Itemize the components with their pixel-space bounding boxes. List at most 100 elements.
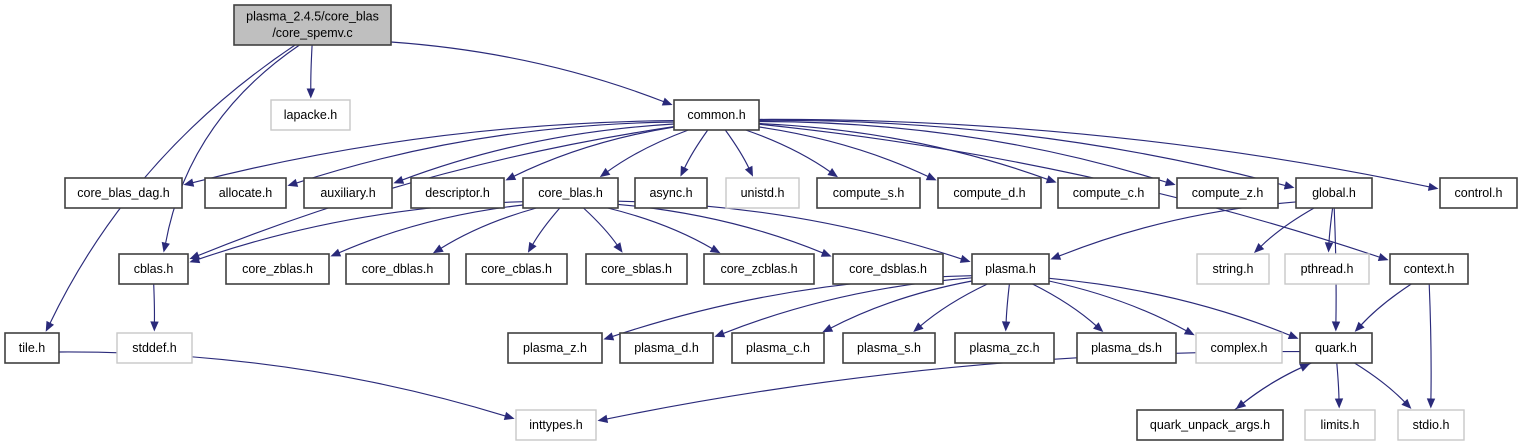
node-limits[interactable]: limits.h (1304, 409, 1376, 441)
node-core_blas[interactable]: core_blas.h (522, 177, 619, 209)
node-pthread[interactable]: pthread.h (1284, 253, 1370, 285)
edge-core_blas-to-core_cblas (531, 207, 561, 246)
edge-arrowhead (1045, 175, 1057, 184)
node-box (703, 253, 815, 285)
edge-context-to-stdio (1428, 283, 1432, 401)
node-compute_z[interactable]: compute_z.h (1176, 177, 1279, 209)
node-plasma_ds[interactable]: plasma_ds.h (1076, 332, 1177, 364)
node-box (4, 332, 60, 364)
node-label: core_zcblas.h (720, 262, 797, 276)
node-box (1057, 177, 1160, 209)
node-box (619, 332, 714, 364)
node-plasma_z[interactable]: plasma_z.h (507, 332, 603, 364)
node-label: compute_c.h (1073, 186, 1145, 200)
node-box (731, 332, 825, 364)
node-unistd[interactable]: unistd.h (725, 177, 800, 209)
node-core_sblas[interactable]: core_sblas.h (585, 253, 688, 285)
edge-quark_unpack_args-to-quark (1234, 366, 1303, 411)
node-box (522, 177, 619, 209)
edge-common-to-compute_c (758, 122, 1049, 181)
node-cblas[interactable]: cblas.h (118, 253, 189, 285)
node-plasma_s[interactable]: plasma_s.h (842, 332, 936, 364)
node-string[interactable]: string.h (1196, 253, 1270, 285)
node-label: plasma_d.h (634, 341, 699, 355)
node-global[interactable]: global.h (1295, 177, 1373, 209)
node-common[interactable]: common.h (673, 99, 760, 131)
node-compute_d[interactable]: compute_d.h (937, 177, 1042, 209)
edge-arrowhead (150, 321, 159, 332)
node-stdio[interactable]: stdio.h (1397, 409, 1465, 441)
node-core_dsblas[interactable]: core_dsblas.h (832, 253, 944, 285)
edge-arrowhead (183, 178, 195, 187)
node-lapacke[interactable]: lapacke.h (270, 99, 351, 131)
node-box (954, 332, 1055, 364)
node-label: auxiliary.h (320, 186, 375, 200)
node-core_dblas[interactable]: core_dblas.h (345, 253, 450, 285)
edge-arrowhead (599, 167, 611, 178)
edge-common-to-control (758, 118, 1431, 188)
node-label: plasma_zc.h (969, 341, 1039, 355)
node-complex[interactable]: complex.h (1195, 332, 1283, 364)
node-core_zcblas[interactable]: core_zcblas.h (703, 253, 815, 285)
edge-common-to-compute_s (745, 129, 832, 173)
node-allocate[interactable]: allocate.h (204, 177, 287, 209)
node-label: stddef.h (132, 341, 177, 355)
node-compute_c[interactable]: compute_c.h (1057, 177, 1160, 209)
node-root[interactable]: plasma_2.4.5/core_blas/core_spemv.c (233, 4, 392, 46)
node-box (1304, 409, 1376, 441)
node-quark[interactable]: quark.h (1299, 332, 1373, 364)
node-label: common.h (687, 108, 745, 122)
node-label: plasma_s.h (857, 341, 921, 355)
edge-arrowhead (603, 332, 615, 341)
node-box (204, 177, 287, 209)
node-stddef[interactable]: stddef.h (116, 332, 193, 364)
node-label: async.h (649, 186, 692, 200)
edge-arrowhead (1254, 243, 1265, 253)
edge-cblas-to-stddef (153, 283, 156, 324)
edge-core_blas-to-core_zcblas (607, 207, 714, 250)
node-plasma_d[interactable]: plasma_d.h (619, 332, 714, 364)
node-label: compute_s.h (833, 186, 905, 200)
node-async[interactable]: async.h (634, 177, 708, 209)
edge-arrowhead (1164, 178, 1176, 187)
node-label-line2: /core_spemv.c (272, 26, 352, 40)
edge-arrowhead (744, 165, 753, 177)
node-box (515, 409, 597, 441)
node-quark_unpack_args[interactable]: quark_unpack_args.h (1136, 409, 1284, 441)
node-label: core_blas_dag.h (77, 186, 169, 200)
edge-common-to-compute_d (758, 126, 930, 178)
edge-quark-to-quark_unpack_args (1242, 362, 1312, 405)
node-box (1389, 253, 1469, 285)
node-core_zblas[interactable]: core_zblas.h (225, 253, 330, 285)
node-tile[interactable]: tile.h (4, 332, 60, 364)
node-label: core_cblas.h (481, 262, 552, 276)
node-box (1299, 332, 1373, 364)
node-compute_s[interactable]: compute_s.h (816, 177, 921, 209)
edge-common-to-descriptor (512, 126, 675, 178)
edge-arrowhead (503, 411, 515, 420)
node-descriptor[interactable]: descriptor.h (410, 177, 505, 209)
edge-arrowhead (1426, 398, 1436, 409)
node-plasma_c[interactable]: plasma_c.h (731, 332, 825, 364)
edge-arrowhead (1183, 326, 1195, 336)
edge-core_blas-to-core_dsblas (617, 203, 824, 254)
node-plasma_zc[interactable]: plasma_zc.h (954, 332, 1055, 364)
node-control[interactable]: control.h (1439, 177, 1518, 209)
node-inttypes[interactable]: inttypes.h (515, 409, 597, 441)
node-plasma[interactable]: plasma.h (971, 253, 1050, 285)
edge-arrowhead (959, 254, 971, 263)
node-box (585, 253, 688, 285)
node-context[interactable]: context.h (1389, 253, 1469, 285)
edge-arrowhead (432, 244, 444, 254)
node-label: compute_z.h (1192, 186, 1264, 200)
edge-global-to-pthread (1328, 207, 1334, 245)
node-core_cblas[interactable]: core_cblas.h (465, 253, 568, 285)
node-core_blas_dag[interactable]: core_blas_dag.h (64, 177, 183, 209)
edge-quark-to-stdio (1354, 362, 1406, 404)
node-label: stdio.h (1413, 418, 1450, 432)
node-box (410, 177, 505, 209)
node-auxiliary[interactable]: auxiliary.h (303, 177, 393, 209)
edge-arrowhead (1331, 321, 1341, 332)
edge-arrowhead (287, 178, 299, 187)
node-label: quark.h (1315, 341, 1357, 355)
